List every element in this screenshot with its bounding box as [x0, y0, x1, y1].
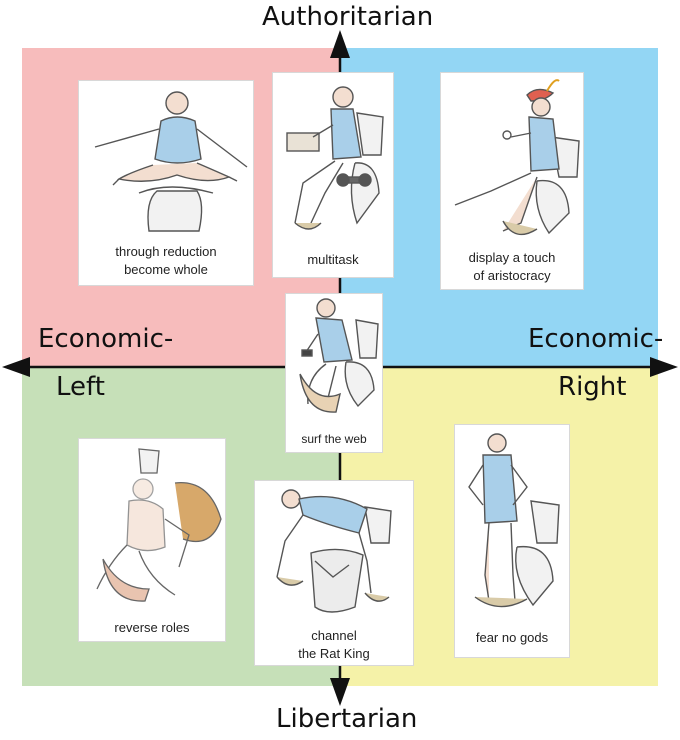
axis-label-left-line1: Economic-: [38, 324, 174, 354]
arrow-up-icon: [330, 30, 350, 58]
card-reduction-caption-line2: become whole: [124, 262, 208, 277]
toilet-sitting-on-man-illustration: [96, 448, 222, 602]
arrow-down-icon: [330, 678, 350, 706]
card-surf: surf the web: [285, 293, 383, 453]
rat-king-crouching-man-illustration: [276, 489, 392, 613]
card-surf-caption: surf the web: [301, 432, 367, 446]
axis-label-right-line1: Economic-: [528, 324, 664, 354]
card-aristocracy-caption-line2: of aristocracy: [473, 268, 551, 283]
meditating-man-on-toilet-illustration: [94, 91, 248, 232]
card-reduction-caption-line1: through reduction: [115, 244, 217, 259]
arrow-left-icon: [2, 357, 30, 377]
axis-label-bottom: Libertarian: [276, 704, 418, 734]
arrow-right-icon: [650, 357, 678, 377]
axis-label-top: Authoritarian: [262, 2, 434, 32]
card-ratking: channel the Rat King: [254, 480, 414, 666]
card-reverse-caption: reverse roles: [114, 620, 190, 635]
card-reverse: reverse roles: [78, 438, 226, 642]
phone-surfing-man-illustration: [299, 298, 379, 413]
card-aristocracy-caption-line1: display a touch: [468, 250, 556, 265]
card-fear: fear no gods: [454, 424, 570, 658]
card-reduction: through reduction become whole: [78, 80, 254, 286]
card-aristocracy: display a touch of aristocracy: [440, 72, 584, 290]
axis-label-left-line2: Left: [56, 372, 105, 402]
standing-man-hands-on-hips-illustration: [468, 433, 560, 608]
axis-label-right-line2: Right: [558, 372, 627, 402]
card-ratking-caption-line1: channel: [311, 628, 357, 643]
chess-dumbbell-man-illustration: [286, 86, 384, 230]
card-multitask-caption: multitask: [307, 252, 359, 267]
card-ratking-caption-line2: the Rat King: [298, 646, 370, 661]
card-fear-caption: fear no gods: [475, 630, 549, 645]
aristocrat-tea-man-illustration: [454, 79, 580, 236]
card-multitask: multitask: [272, 72, 394, 278]
